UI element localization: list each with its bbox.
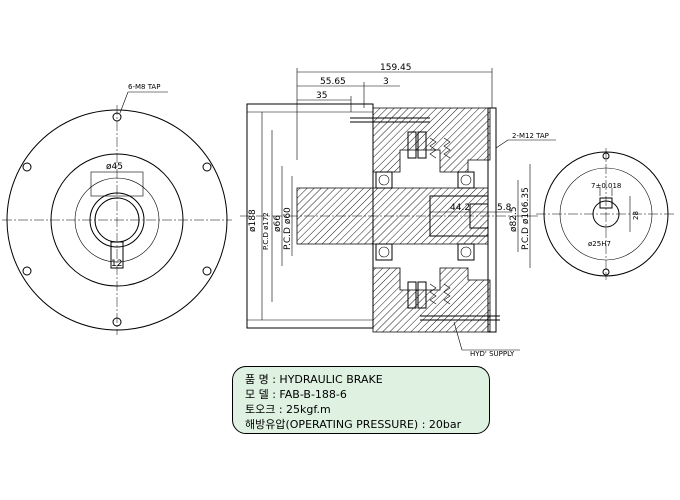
dim-pcd172: P.C.D ø172	[262, 212, 270, 250]
dim-82-5: ø82.5	[509, 206, 519, 232]
bore-label: ø45	[106, 162, 123, 172]
spec-pressure: 해방유압(OPERATING PRESSURE) : 20bar	[245, 418, 462, 431]
dim-44-2: 44.2	[450, 203, 470, 213]
spec-torque: 토오크 : 25kgf.m	[245, 403, 331, 416]
dim-c: 35	[316, 91, 327, 101]
spec-panel: 품 명 : HYDRAULIC BRAKE 모 델 : FAB-B-188-6 …	[232, 366, 490, 434]
dim-a: 55.65	[320, 77, 346, 87]
side-view: 7±0.018 28 ø25H7	[536, 148, 676, 280]
dim-5-8: 5.8	[497, 203, 512, 213]
dim-66: ø66	[273, 215, 283, 232]
dim-b: 3	[383, 77, 389, 87]
spec-model: 모 델 : FAB-B-188-6	[245, 388, 347, 401]
dim-pcd106: P.C.D ø106.35	[521, 187, 531, 250]
dim-pcd60: P.C.D ø60	[283, 207, 293, 250]
key-tol-label: 7±0.018	[591, 182, 621, 190]
hyd-supply-label: HYD' SUPPLY	[470, 350, 515, 358]
spec-product-name: 품 명 : HYDRAULIC BRAKE	[245, 373, 383, 386]
front-view: 6-M8 TAP ø45 12	[2, 83, 232, 335]
section-view: 159.45 55.65 3 35	[240, 63, 556, 358]
depth-label: 28	[632, 211, 640, 220]
tap-holes	[22, 112, 212, 327]
side-bore-label: ø25H7	[588, 240, 611, 248]
dim-overall: 159.45	[380, 63, 412, 73]
tap-label: 6-M8 TAP	[128, 83, 160, 91]
tap2-label: 2-M12 TAP	[512, 132, 549, 140]
key-label: 12	[111, 259, 122, 269]
dim-188: ø188	[248, 209, 258, 232]
